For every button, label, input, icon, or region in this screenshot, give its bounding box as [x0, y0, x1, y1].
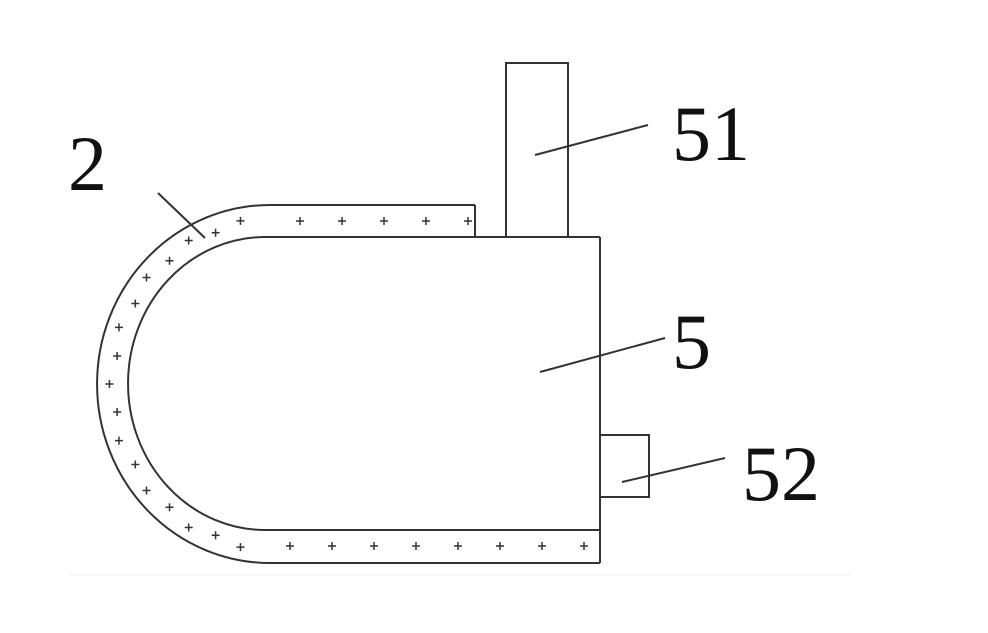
hatch-plus — [142, 486, 151, 495]
hatch-plus — [184, 236, 193, 245]
inner-shell — [127, 236, 600, 531]
hatch-plus — [538, 542, 546, 550]
label-5: 5 — [672, 298, 711, 385]
hatch-plus — [105, 380, 114, 388]
hatch-plus — [131, 299, 140, 308]
hatch-plus — [464, 217, 472, 225]
hatch-plus — [580, 542, 588, 550]
hatch-plus — [422, 217, 430, 225]
hatch-plus — [454, 542, 462, 550]
hatch-plus — [114, 436, 123, 445]
outer-shell-2 — [96, 204, 600, 564]
hatch-plus — [496, 542, 504, 550]
leader-line-5 — [539, 337, 666, 373]
leader-line-52 — [621, 457, 726, 483]
hatch-plus — [338, 217, 346, 225]
hatch-plus — [113, 352, 122, 361]
hatch-plus — [328, 542, 336, 550]
leader-line-51 — [534, 124, 649, 156]
part-51-post — [505, 62, 569, 238]
hatch-plus — [412, 542, 420, 550]
hatch-plus — [131, 460, 140, 469]
body-5-area — [470, 237, 600, 563]
hatch-plus — [211, 531, 220, 540]
label-51: 51 — [672, 90, 750, 177]
hatch-plus — [165, 503, 174, 512]
hatch-plus — [165, 256, 174, 265]
hatch-plus — [113, 407, 122, 416]
hatch-plus — [142, 273, 151, 282]
hatch-plus — [286, 542, 294, 550]
hatch-plus — [211, 228, 220, 237]
hatch-plus — [236, 543, 245, 552]
hatch-plus — [380, 217, 388, 225]
label-52: 52 — [742, 430, 820, 517]
part-52-block — [599, 434, 650, 498]
leader-line-2 — [157, 192, 206, 239]
hatch-plus — [370, 542, 378, 550]
insulation-hatching — [105, 216, 588, 552]
hatch-plus — [114, 323, 123, 332]
label-2: 2 — [68, 120, 107, 207]
hatch-plus — [184, 523, 193, 532]
hatch-plus — [236, 216, 245, 225]
hatch-plus — [296, 217, 304, 225]
